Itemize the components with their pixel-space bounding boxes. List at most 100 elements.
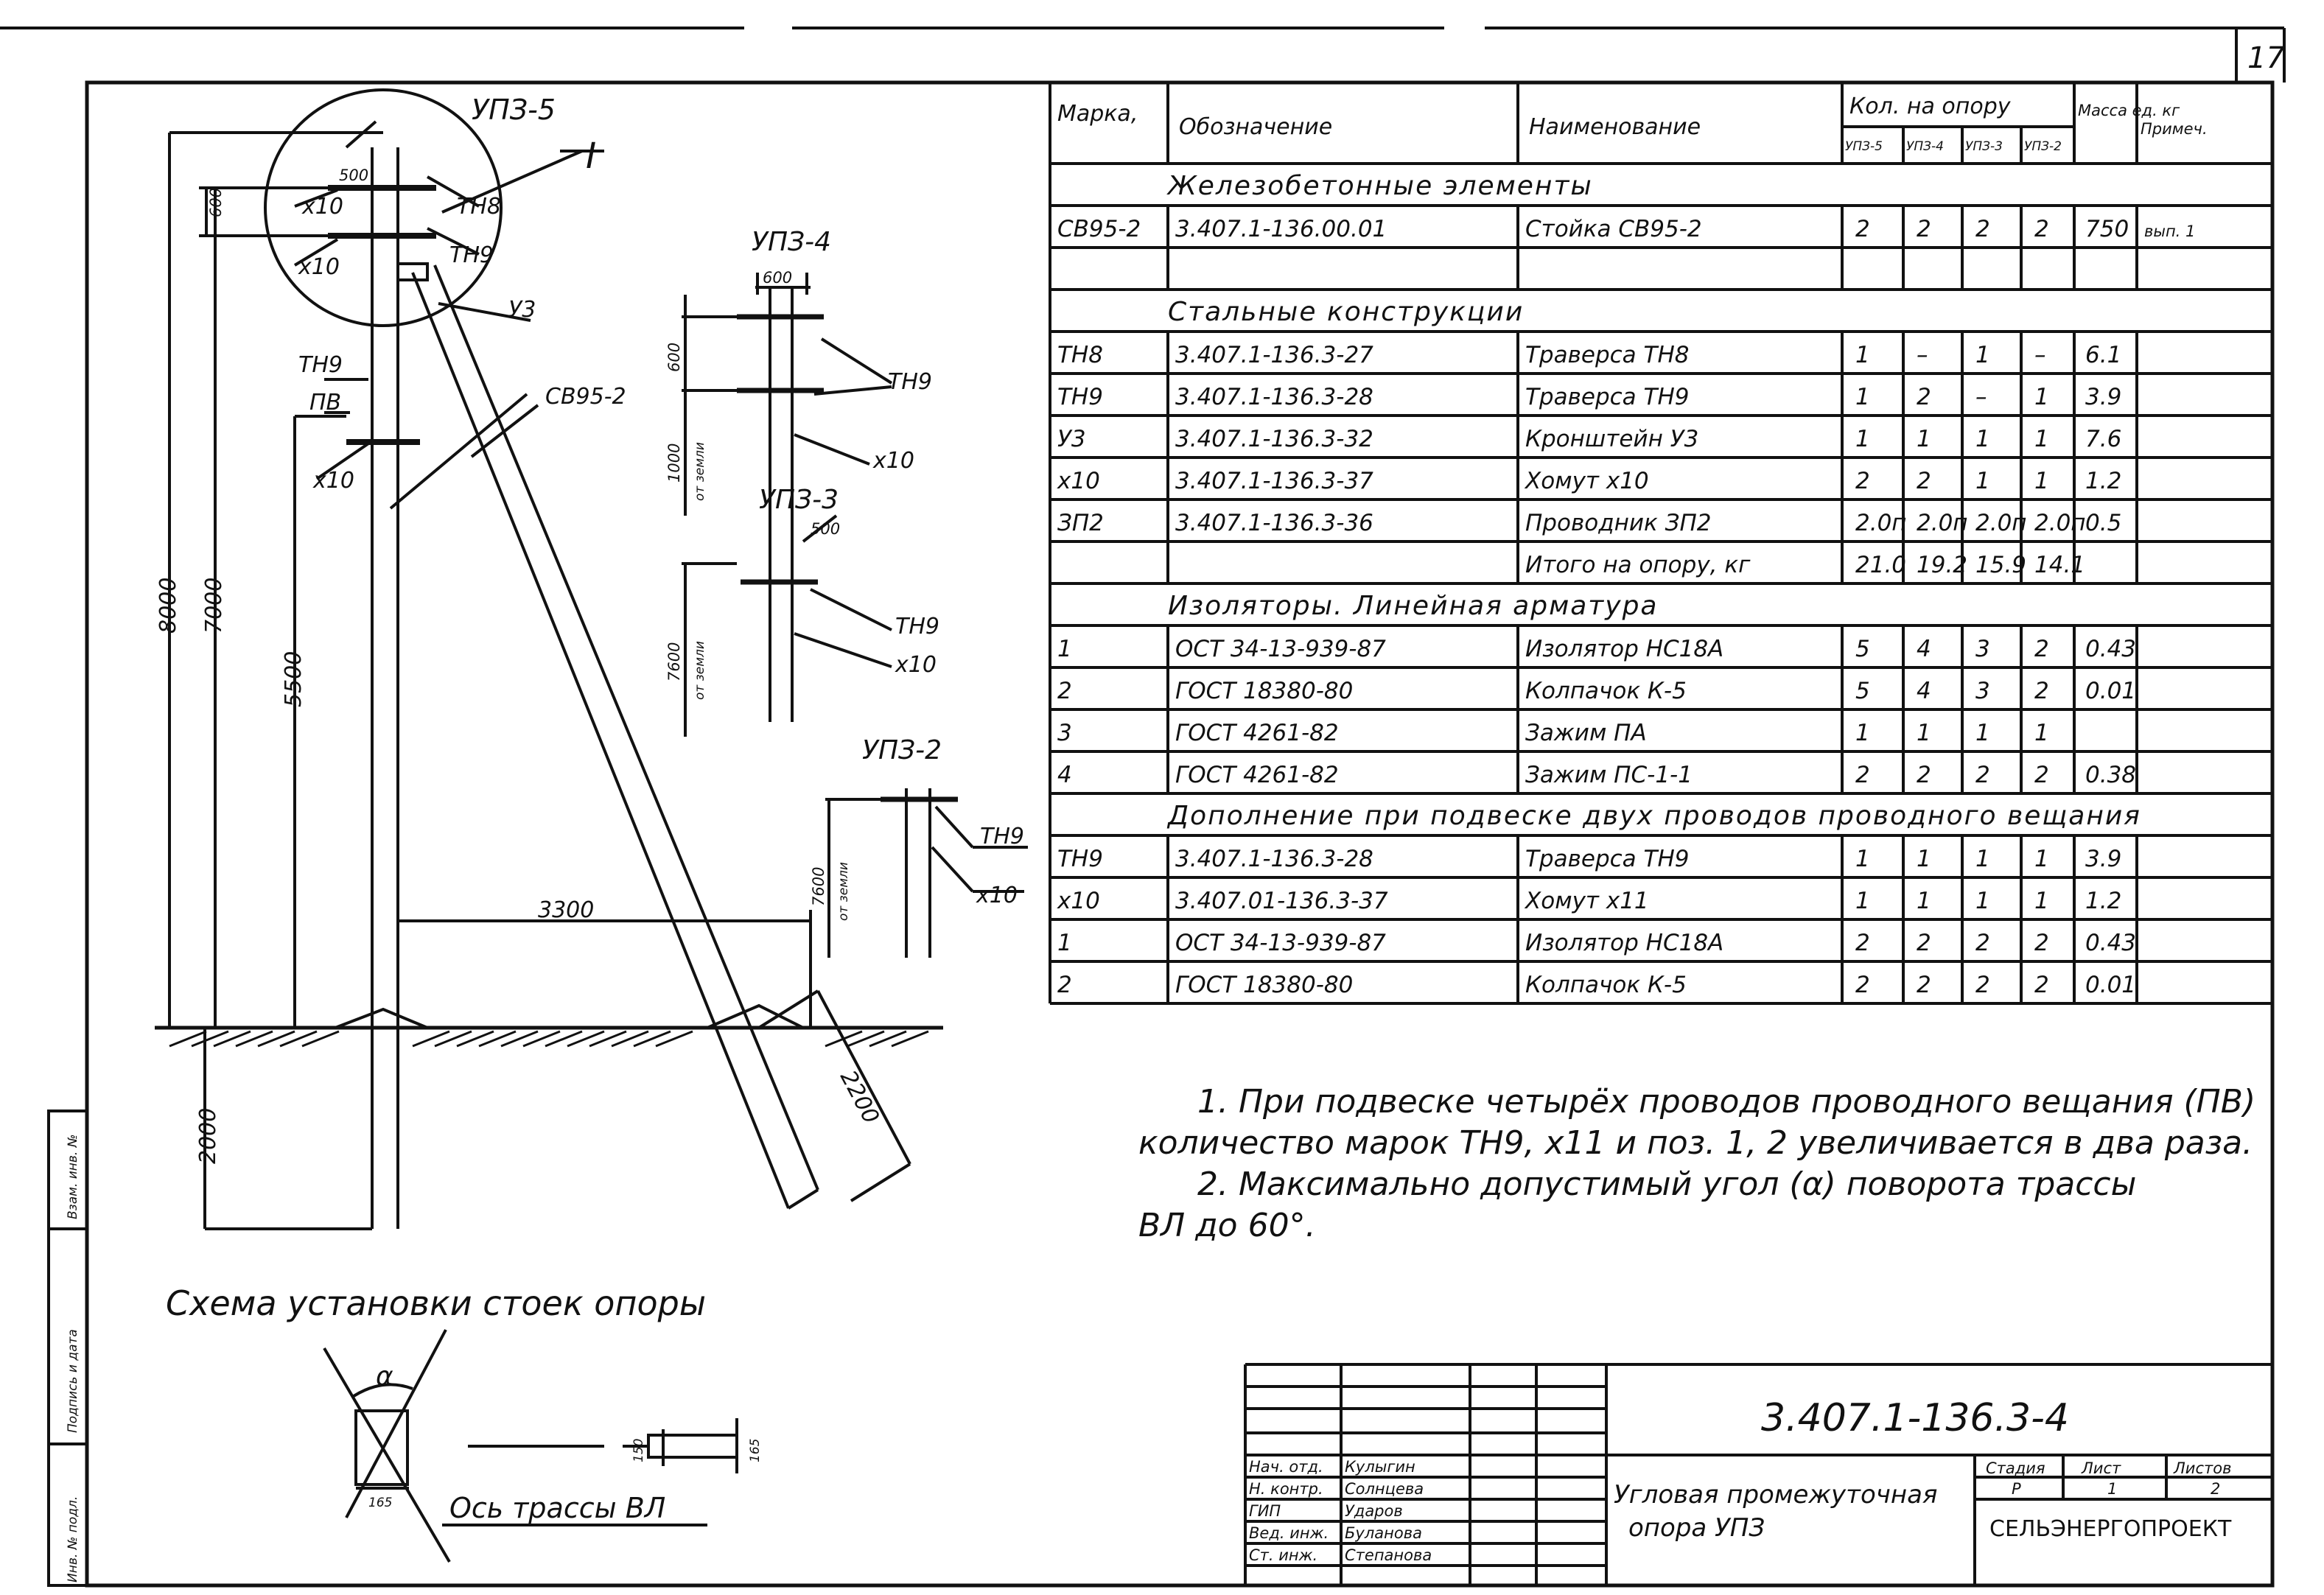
- cell-qty: 2: [1917, 216, 1931, 242]
- upz2-dim-7600: 7600: [810, 867, 827, 906]
- cell-mass: 750: [2085, 216, 2129, 242]
- cell-designation: 3.407.1-136.00.01: [1175, 216, 1387, 242]
- th-qty-3: УПЗ-2: [2024, 139, 2062, 154]
- cell-qty: 1: [2034, 846, 2049, 872]
- label-tn9-b: ТН9: [298, 352, 343, 378]
- cell-qty: 3: [1975, 678, 1990, 704]
- note-1b: количество марок ТН9, х11 и поз. 1, 2 ув…: [1138, 1124, 2253, 1162]
- cell-mark: 3: [1057, 720, 1072, 746]
- cell-qty: 2: [1855, 930, 1870, 956]
- label-tn8: ТН8: [457, 194, 501, 220]
- label-u3: У3: [508, 297, 536, 323]
- scheme-title: Схема установки стоек опоры: [166, 1283, 706, 1323]
- cell-mark: ТН9: [1057, 384, 1103, 410]
- title-stamp: [1244, 1363, 2272, 1585]
- cell-mark: ЗП2: [1057, 510, 1104, 536]
- cell-designation: ГОСТ 18380-80: [1175, 972, 1353, 998]
- upz2-title: УПЗ-2: [862, 735, 942, 765]
- scheme-dim-165: 165: [368, 1496, 392, 1510]
- cell-mass: 3.9: [2085, 384, 2121, 410]
- cell-qty: 2.0п: [1917, 510, 1968, 536]
- cell-designation: ОСТ 34-13-939-87: [1175, 930, 1386, 956]
- cell-qty: 2.0п: [1855, 510, 1907, 536]
- cell-mark: ТН8: [1057, 342, 1103, 368]
- cell-qty: 2: [1917, 384, 1931, 410]
- upz3-ground: от земли: [693, 641, 707, 700]
- stamp-code: 3.407.1-136.3-4: [1761, 1396, 2069, 1440]
- cell-mass: 6.1: [2085, 342, 2121, 368]
- upz3-x10: х10: [895, 652, 937, 678]
- dim-7000: 7000: [201, 578, 227, 634]
- cell-mark: ТН9: [1057, 846, 1103, 872]
- cell-qty: 2: [1975, 972, 1990, 998]
- cell-qty: 2: [2034, 216, 2049, 242]
- cell-qty: 1: [2034, 720, 2049, 746]
- cell-qty: 1: [1855, 426, 1870, 452]
- cell-mass: 0.01: [2085, 678, 2136, 704]
- cell-qty: 4: [1917, 636, 1931, 662]
- cell-qty: 1: [1855, 720, 1870, 746]
- stamp-name: Буланова: [1345, 1524, 1422, 1542]
- main-pole: [155, 88, 943, 1230]
- margin-inv-orig: Инв. № подл.: [66, 1496, 80, 1582]
- cell-qty: 2: [1975, 216, 1990, 242]
- cell-qty: 1: [1975, 846, 1990, 872]
- stamp-role: ГИП: [1249, 1502, 1281, 1520]
- section-title-1: Стальные конструкции: [1168, 297, 1524, 327]
- cell-qty: 5: [1855, 678, 1870, 704]
- label-tn9-a: ТН9: [449, 242, 494, 268]
- cell-qty: 4: [1917, 678, 1931, 704]
- cell-qty: 1: [2034, 384, 2049, 410]
- cell-qty: 21.0: [1855, 552, 1906, 578]
- cell-qty: –: [2034, 342, 2046, 368]
- cell-qty: 1: [1975, 468, 1990, 494]
- th-mass: Масса ед. кг: [2078, 102, 2180, 119]
- cell-name: Итого на опору, кг: [1525, 552, 1751, 578]
- cell-mass: 0.5: [2085, 510, 2121, 536]
- upz4-x10: х10: [872, 448, 914, 474]
- cell-designation: ГОСТ 18380-80: [1175, 678, 1353, 704]
- label-sv95: СВ95-2: [545, 384, 626, 410]
- stamp-role: Н. контр.: [1249, 1480, 1323, 1498]
- cell-name: Хомут х10: [1524, 468, 1649, 494]
- stamp-sheet-header: Лист: [2081, 1459, 2121, 1477]
- cell-qty: 2: [1917, 972, 1931, 998]
- stamp-name: Ударов: [1345, 1502, 1403, 1520]
- cell-qty: 1: [1917, 426, 1931, 452]
- cell-qty: 2: [1917, 762, 1931, 788]
- dim-2000: 2000: [195, 1108, 221, 1164]
- stamp-role: Ст. инж.: [1249, 1546, 1317, 1564]
- cell-mark: 1: [1057, 930, 1072, 956]
- cell-name: Колпачок К-5: [1525, 972, 1687, 998]
- cell-qty: –: [1917, 342, 1928, 368]
- dim-3300: 3300: [538, 897, 594, 923]
- cell-mark: х10: [1057, 888, 1100, 914]
- dim-500: 500: [339, 166, 368, 184]
- cell-mass: 0.43: [2085, 636, 2136, 662]
- cell-mark: х10: [1057, 468, 1100, 494]
- detail-marker: I: [586, 136, 596, 177]
- cell-name: Колпачок К-5: [1525, 678, 1687, 704]
- dim-2200: 2200: [835, 1066, 884, 1128]
- label-pv: ПВ: [309, 390, 341, 416]
- cell-note: вып. 1: [2144, 222, 2195, 240]
- margin-sign-date: Подпись и дата: [66, 1329, 80, 1433]
- cell-name: Проводник ЗП2: [1525, 510, 1712, 536]
- cell-mass: 0.01: [2085, 972, 2136, 998]
- cell-designation: 3.407.1-136.3-27: [1175, 342, 1373, 368]
- cell-name: Траверса ТН9: [1525, 384, 1690, 410]
- cell-qty: 1: [1975, 342, 1990, 368]
- cell-qty: 1: [1975, 888, 1990, 914]
- th-qty-1: УПЗ-4: [1906, 139, 1944, 154]
- upz4-dim-1000: 1000: [665, 444, 683, 483]
- stamp-sheets-header: Листов: [2173, 1459, 2231, 1477]
- cell-qty: 1: [1855, 342, 1870, 368]
- cell-qty: 1: [2034, 468, 2049, 494]
- upz4-tn9: ТН9: [888, 369, 932, 395]
- main-title: УПЗ-5: [472, 94, 556, 126]
- cell-mass: 3.9: [2085, 846, 2121, 872]
- cell-mass: 1.2: [2085, 888, 2121, 914]
- cell-qty: 19.2: [1917, 552, 1967, 578]
- cell-qty: 2: [1975, 762, 1990, 788]
